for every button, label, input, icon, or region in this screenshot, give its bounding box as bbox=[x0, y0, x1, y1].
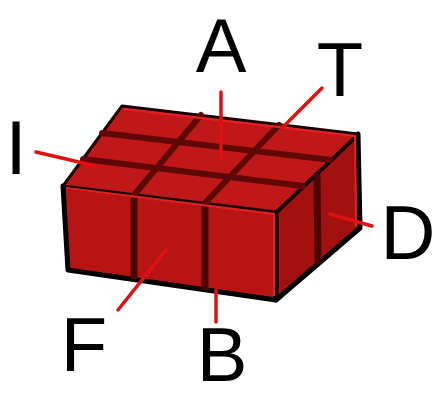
face-label-f: F bbox=[61, 307, 107, 383]
face-label-b: B bbox=[197, 317, 248, 393]
highlight-outline bbox=[66, 109, 356, 296]
side-dividers bbox=[134, 174, 318, 290]
face-label-a: A bbox=[196, 8, 247, 84]
face-label-d: D bbox=[381, 195, 436, 271]
leader-lines bbox=[36, 88, 372, 322]
face-label-i: I bbox=[5, 110, 26, 186]
face-label-t: T bbox=[317, 32, 363, 108]
